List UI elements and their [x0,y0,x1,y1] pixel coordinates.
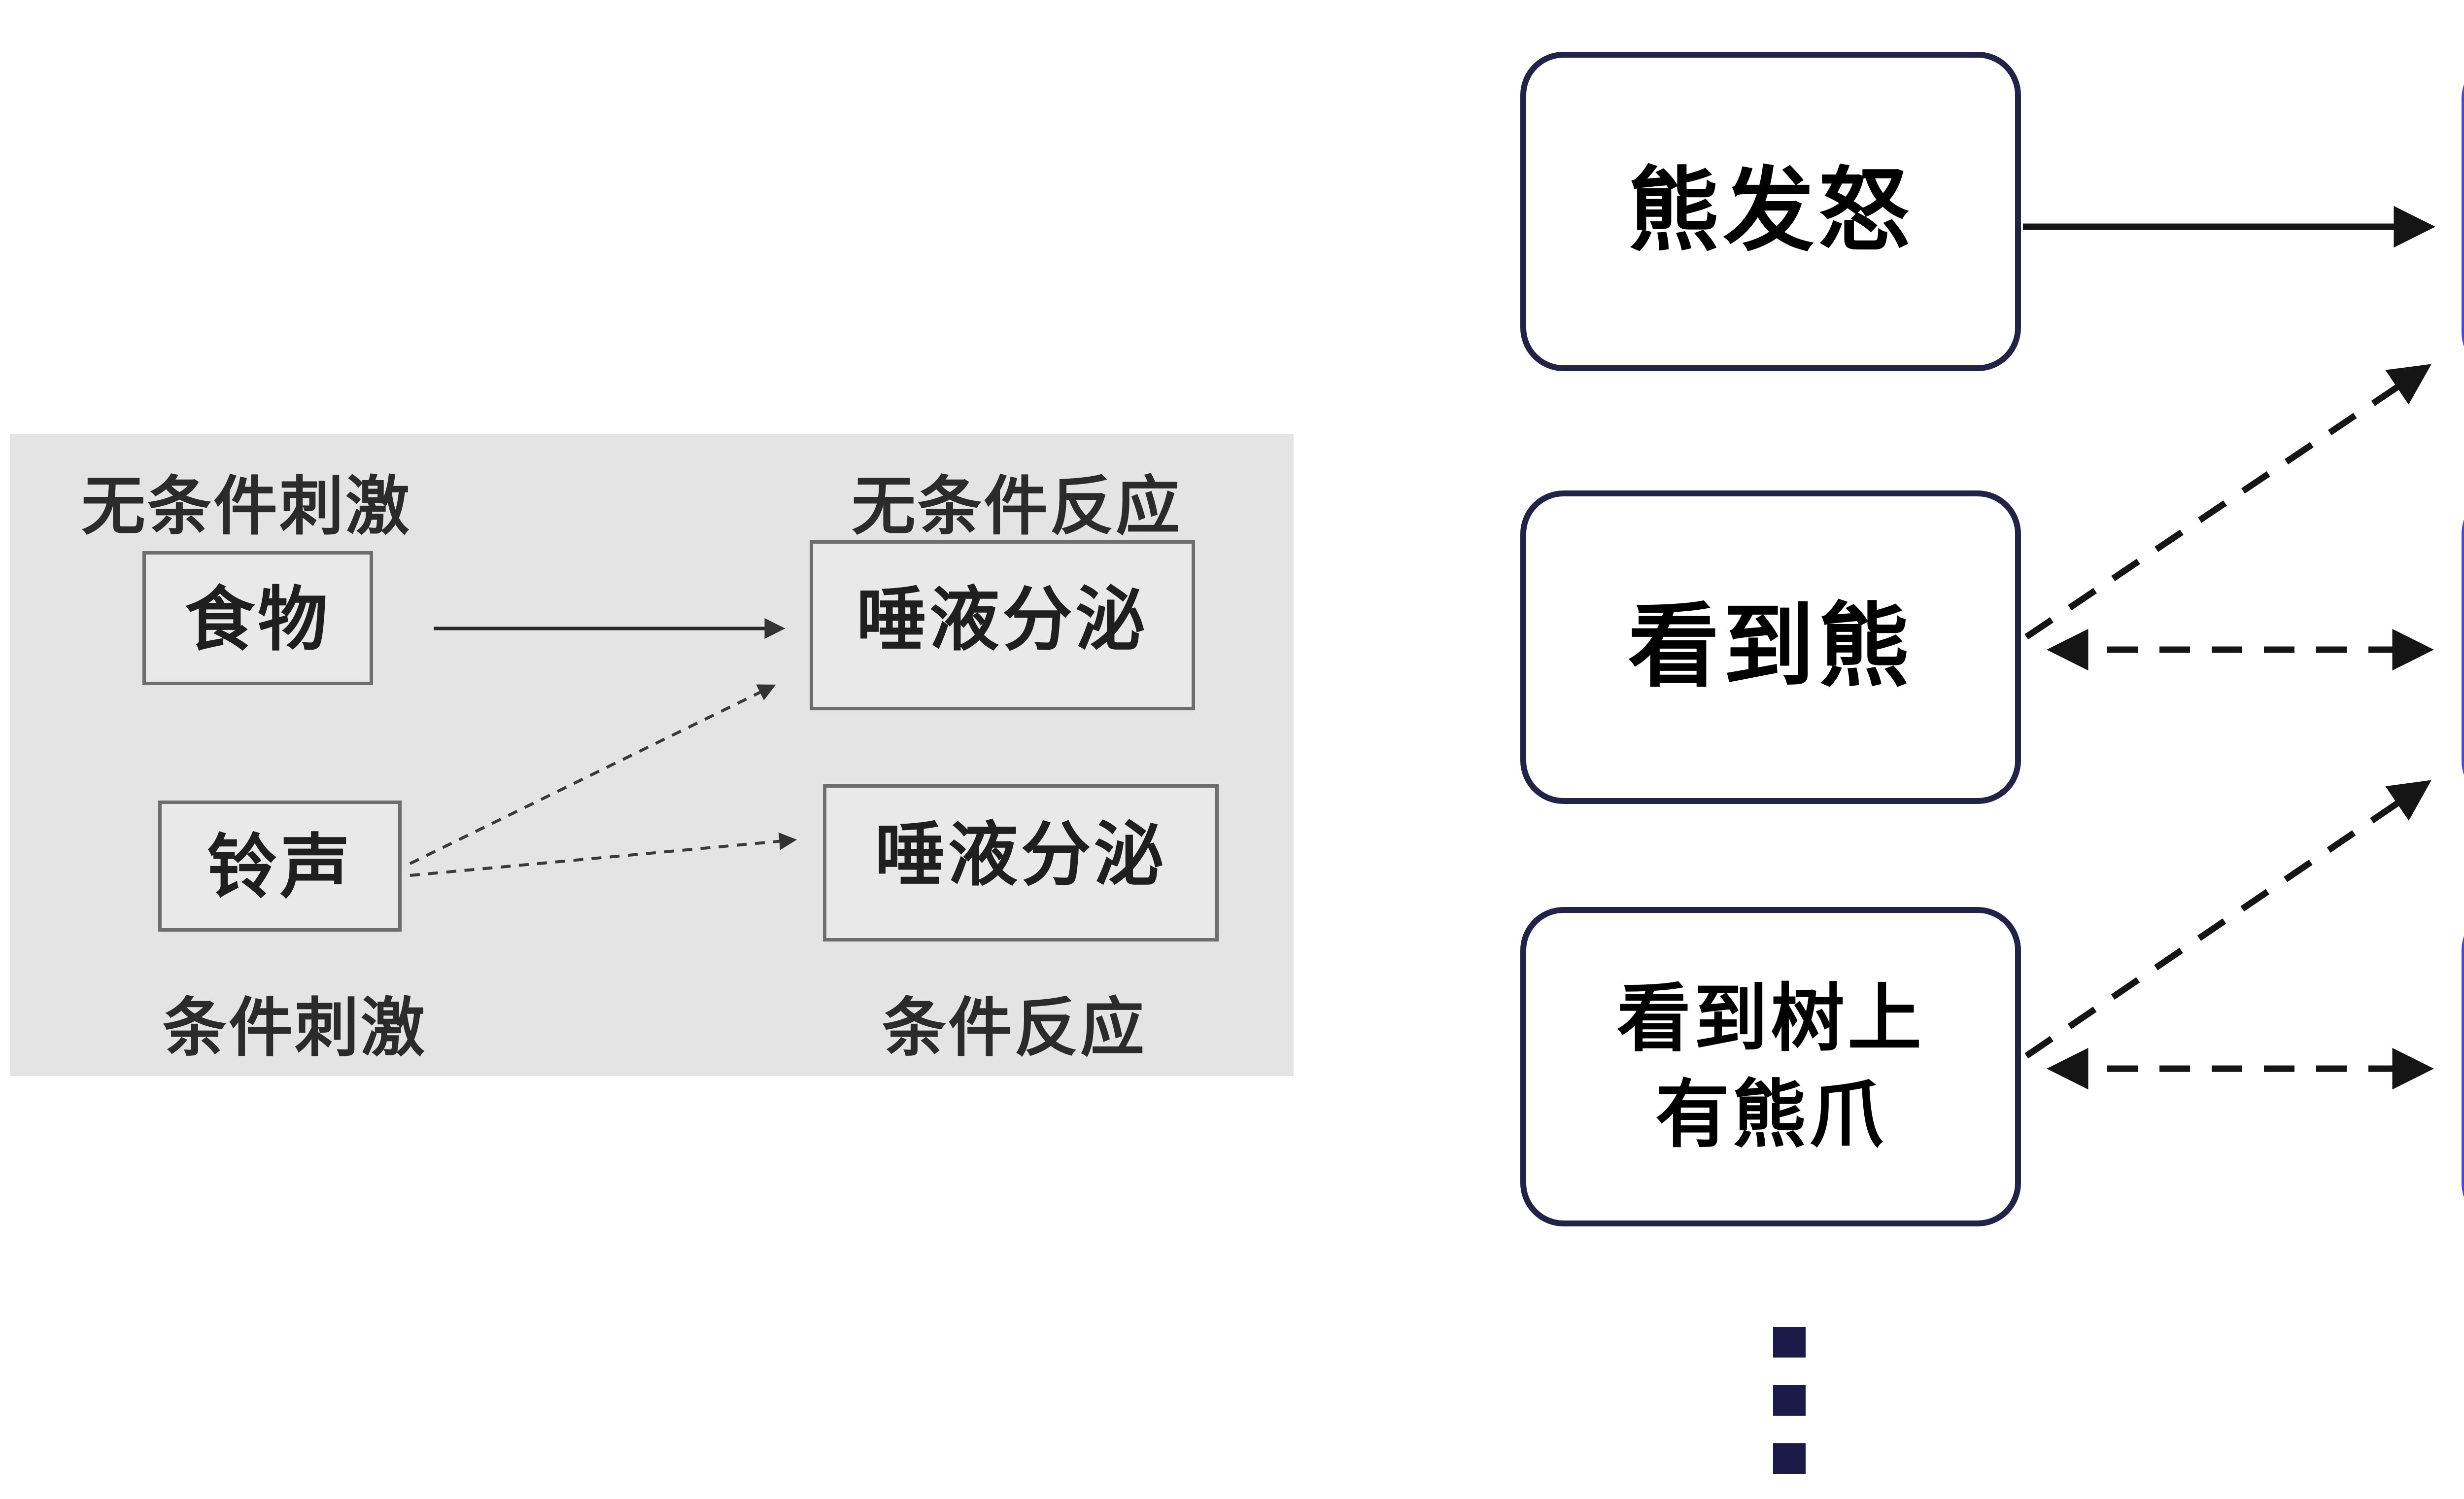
box-bear-rage: 熊发怒 [1520,52,2021,371]
box-saliva-bottom: 唾液分泌 [823,784,1219,941]
box-bear-rage-label: 熊发怒 [1628,160,1914,262]
box-value-current: V(s) [2462,907,2464,1226]
box-saliva-top-label: 唾液分泌 [856,581,1148,659]
box-bell: 铃声 [158,801,402,932]
box-food-label: 食物 [185,581,331,659]
box-see-claw-label-line2: 有熊爪 [1655,1073,1886,1156]
box-food: 食物 [142,551,373,685]
ellipsis-dot [1773,1385,1806,1416]
label-unconditioned-response: 无条件反应 [852,470,1182,542]
box-see-bear-label: 看到熊 [1628,596,1914,698]
box-see-claw-label-line1: 看到树上 [1616,977,1924,1060]
label-conditioned-response: 条件反应 [882,992,1147,1064]
box-value-next: V(s′) [2462,490,2464,804]
ellipsis-left [1773,1327,1806,1474]
box-saliva-top: 唾液分泌 [810,540,1195,710]
label-conditioned-stimulus: 条件刺激 [163,992,427,1064]
ellipsis-dot [1773,1443,1806,1474]
box-reward: 奖励 [2462,55,2464,376]
box-saliva-bottom-label: 唾液分泌 [875,816,1167,894]
box-see-bear: 看到熊 [1520,490,2021,804]
box-bell-label: 铃声 [207,828,353,906]
box-see-claw: 看到树上 有熊爪 [1520,907,2021,1226]
dashed-arrow-see-bear-to-reward [2024,364,2432,640]
label-unconditioned-stimulus: 无条件刺激 [81,470,412,542]
ellipsis-dot [1773,1327,1806,1358]
classical-conditioning-panel: 无条件刺激 无条件反应 条件刺激 条件反应 食物 唾液分泌 铃声 唾液分泌 [10,434,1294,1076]
dashed-arrow-see-claw-to-value-next [2024,780,2431,1059]
